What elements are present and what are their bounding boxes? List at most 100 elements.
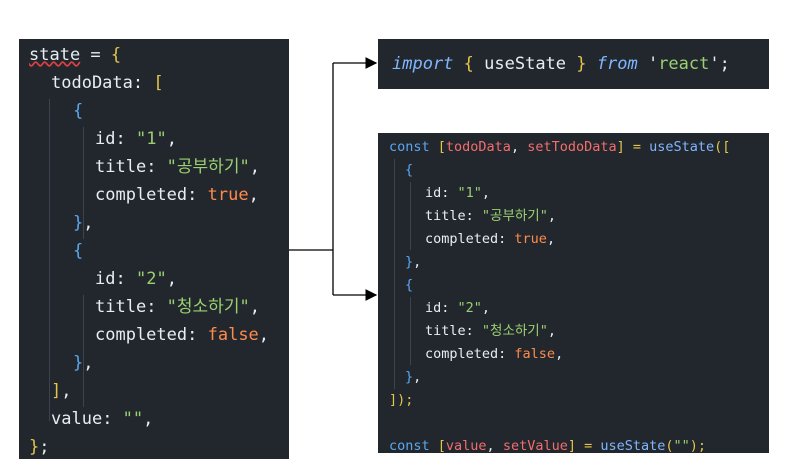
settododata-variable: setTodoData: [527, 139, 617, 155]
item2-open-brace: {: [405, 277, 414, 293]
item1-open-brace: {: [405, 162, 414, 178]
item2-completed-line: completed: false,: [389, 343, 769, 366]
usestate-call: useState: [600, 438, 666, 454]
item1-id-line: id: "1",: [29, 125, 289, 153]
tododata-key-line: todoData: [: [29, 69, 289, 97]
comma: ,: [413, 369, 422, 385]
title-value: "공부하기": [166, 157, 250, 177]
open-paren: (: [665, 438, 674, 454]
comma: ,: [166, 129, 177, 149]
usestate-identifier: useState: [484, 54, 567, 74]
id-key: id: [95, 269, 116, 289]
value-key-line: value: "",: [29, 405, 289, 433]
id-key: id: [425, 185, 442, 201]
comma: ,: [258, 325, 270, 345]
empty-string-value: "": [673, 438, 690, 454]
close-brace: }: [73, 213, 84, 233]
module-name: react: [658, 54, 710, 74]
state-close-line: };: [29, 433, 289, 461]
id-value: "2": [135, 269, 167, 289]
close-brace: }: [566, 54, 597, 74]
close-bracket-equals: ] =: [616, 139, 650, 155]
close-bracket: ]: [51, 381, 62, 401]
item2-id-line: id: "2",: [389, 297, 769, 320]
comma: ,: [413, 254, 422, 270]
item2-close-line: },: [389, 366, 769, 389]
value-variable: value: [445, 438, 487, 454]
title-key: title: [425, 323, 466, 339]
completed-value: true: [514, 231, 547, 247]
close-paren-semicolon: );: [689, 438, 707, 454]
id-value: "1": [135, 129, 167, 149]
comma: ,: [510, 139, 528, 155]
colon: :: [102, 409, 123, 429]
value-usestate-line: const [value, setValue] = useState("");: [389, 435, 769, 458]
item1-open-brace: {: [73, 101, 84, 121]
item1-close-line: },: [29, 209, 289, 237]
colon: :: [441, 185, 458, 201]
comma: ,: [83, 353, 94, 373]
id-key: id: [95, 129, 116, 149]
title-key: title: [425, 208, 466, 224]
comma: ,: [486, 438, 503, 454]
colon: :: [146, 297, 167, 317]
close-quote-semicolon: ';: [709, 54, 730, 74]
close-bracket-equals: ] =: [567, 438, 601, 454]
title-key: title: [95, 297, 147, 317]
array-close-line: ],: [29, 377, 289, 405]
colon: :: [441, 300, 458, 316]
item1-close-line: },: [389, 251, 769, 274]
value-key: value: [51, 409, 103, 429]
comma: ,: [547, 323, 556, 339]
id-value: "1": [457, 185, 482, 201]
colon: :: [132, 73, 154, 93]
completed-key: completed: [95, 185, 188, 205]
comma: ,: [546, 231, 556, 247]
item1-title-line: title: "공부하기",: [29, 153, 289, 181]
close-brace: }: [73, 353, 84, 373]
title-value: "청소하기": [481, 323, 548, 339]
tododata-usestate-line: const [todoData, setTodoData] = useState…: [389, 136, 769, 159]
item2-close-line: },: [29, 349, 289, 377]
colon: :: [465, 208, 482, 224]
colon: :: [115, 269, 136, 289]
comma: ,: [143, 409, 154, 429]
colon: :: [187, 325, 208, 345]
colon: :: [187, 185, 208, 205]
comma: ,: [61, 381, 72, 401]
close-brace: }: [29, 437, 40, 457]
open-paren-bracket: ([: [714, 139, 731, 155]
item1-title-line: title: "공부하기",: [389, 205, 769, 228]
comma: ,: [83, 213, 94, 233]
open-bracket: [: [429, 438, 446, 454]
from-keyword: from: [596, 54, 638, 74]
completed-value: true: [207, 185, 249, 205]
open-bracket: [: [429, 139, 446, 155]
empty-string-value: "": [122, 409, 144, 429]
title-value: "청소하기": [166, 297, 250, 317]
close-bracket-paren: ]);: [389, 392, 414, 408]
left-code-panel: state = { todoData: [ { id: "1", title: …: [19, 39, 289, 459]
open-brace: {: [453, 54, 485, 74]
close-brace: }: [405, 369, 414, 385]
item1-id-line: id: "1",: [389, 182, 769, 205]
completed-key: completed: [425, 231, 499, 247]
state-declaration-line: state = {: [29, 41, 289, 69]
state-identifier: state: [29, 45, 81, 65]
equals-sign: =: [80, 45, 111, 65]
item2-id-line: id: "2",: [29, 265, 289, 293]
comma: ,: [166, 269, 177, 289]
const-keyword: const: [389, 438, 430, 454]
open-brace: {: [110, 45, 122, 65]
id-key: id: [425, 300, 442, 316]
completed-value: false: [514, 346, 556, 362]
item2-open-brace: {: [73, 241, 84, 261]
close-brace: }: [405, 254, 414, 270]
completed-key: completed: [425, 346, 499, 362]
completed-value: false: [207, 325, 259, 345]
id-value: "2": [457, 300, 482, 316]
item1-open-line: {: [29, 97, 289, 125]
comma: ,: [249, 157, 260, 177]
comma: ,: [248, 185, 259, 205]
setvalue-variable: setValue: [502, 438, 568, 454]
